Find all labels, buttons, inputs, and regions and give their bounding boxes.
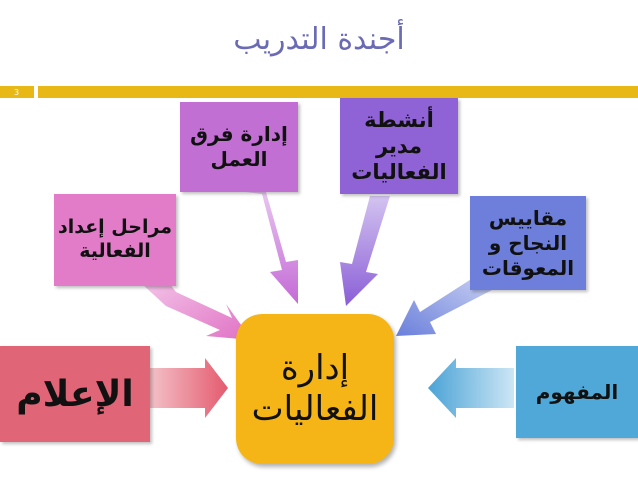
header-bar-right — [38, 86, 638, 98]
arrow-concept — [428, 358, 514, 418]
arrow-manager — [340, 196, 390, 306]
header-bar-left — [0, 86, 34, 98]
box-metrics-label: مقاييس النجاح و المعوقات — [481, 205, 575, 280]
center-node-label: إدارة الفعاليات — [251, 348, 379, 429]
slide-title: أجندة التدريب — [233, 22, 405, 57]
box-prep[interactable]: مراحل إعداد الفعالية — [54, 194, 176, 286]
box-concept[interactable]: المفهوم — [516, 346, 638, 438]
box-manager[interactable]: أنشطة مدير الفعاليات — [340, 98, 458, 194]
arrow-media — [150, 358, 228, 418]
center-node[interactable]: إدارة الفعاليات — [236, 314, 394, 464]
box-media[interactable]: الإعلام — [0, 346, 150, 442]
arrow-metrics — [396, 276, 492, 336]
arrow-team — [246, 192, 298, 304]
box-media-label: الإعلام — [16, 373, 134, 415]
box-prep-label: مراحل إعداد الفعالية — [57, 216, 173, 262]
arrow-prep — [142, 268, 252, 340]
box-team-label: إدارة فرق العمل — [190, 122, 288, 171]
box-team[interactable]: إدارة فرق العمل — [180, 102, 298, 192]
box-manager-label: أنشطة مدير الفعاليات — [351, 107, 447, 185]
box-concept-label: المفهوم — [535, 379, 619, 404]
box-metrics[interactable]: مقاييس النجاح و المعوقات — [470, 196, 586, 290]
slide-number: 3 — [14, 88, 20, 97]
